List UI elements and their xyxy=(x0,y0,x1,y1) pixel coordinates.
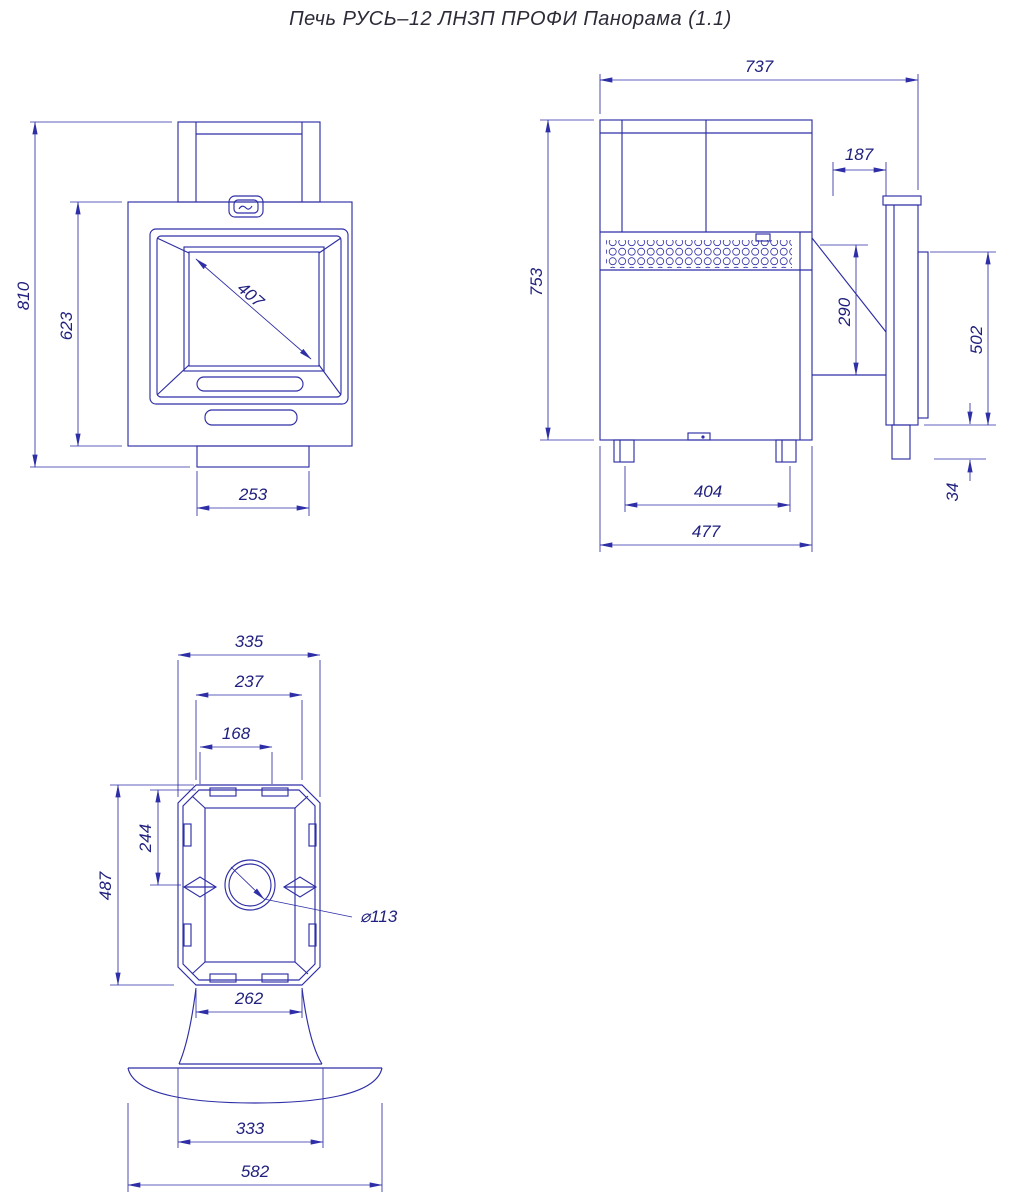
dim-top-bottom-width: 262 xyxy=(234,989,264,1008)
front-body xyxy=(127,201,353,447)
dim-front-body-height: 623 xyxy=(57,311,76,340)
side-view-geometry xyxy=(599,119,929,463)
top-hinge xyxy=(183,923,192,947)
dim-side-panel-inner-height: 290 xyxy=(835,297,854,327)
dim-side-body-depth: 477 xyxy=(692,522,721,541)
side-right-foot xyxy=(775,439,797,463)
top-hinge xyxy=(183,823,192,847)
dim-front-glass-diagonal: 407 xyxy=(234,278,268,311)
dim-side-overall-depth: 737 xyxy=(745,57,774,76)
dim-top-top-width: 237 xyxy=(234,672,264,691)
dim-top-base-plate-width: 582 xyxy=(241,1162,270,1181)
front-ash-drawer-handle xyxy=(204,409,298,426)
side-panel-foot xyxy=(891,424,911,460)
top-view-dimensions: 335 237 168 244 487 ⌀113 262 xyxy=(96,632,398,1192)
side-perforated-vent-band xyxy=(606,240,792,268)
top-hinge xyxy=(308,923,317,947)
side-bottom-latch xyxy=(687,432,711,441)
dim-front-pedestal-width: 253 xyxy=(238,485,268,504)
top-flue-collar xyxy=(224,859,276,911)
top-firebox xyxy=(204,807,296,963)
dim-side-panel-height: 502 xyxy=(967,325,986,354)
front-door-glass xyxy=(183,246,325,372)
top-vent-slot xyxy=(209,787,237,797)
dim-top-flue-diameter: ⌀113 xyxy=(360,907,398,926)
front-pedestal xyxy=(196,445,310,468)
side-left-foot xyxy=(613,439,635,463)
top-vent-slot xyxy=(261,787,289,797)
side-door-glass-edge xyxy=(917,251,929,419)
front-view-dimensions: 810 623 407 253 xyxy=(14,121,312,516)
dim-top-casing-depth: 487 xyxy=(96,871,115,900)
top-vent-slot xyxy=(209,973,237,983)
front-view-geometry xyxy=(127,121,353,468)
top-view-geometry xyxy=(127,784,383,1104)
dim-top-casing-width: 335 xyxy=(235,632,264,651)
front-door-frame xyxy=(149,228,349,405)
side-damper-handle xyxy=(755,233,771,242)
side-door-panel xyxy=(885,204,919,426)
dim-top-vent-width: 168 xyxy=(222,724,251,743)
top-vent-slot xyxy=(261,973,289,983)
dim-side-feet-span: 404 xyxy=(694,482,722,501)
dim-side-door-offset: 187 xyxy=(845,145,874,164)
side-panel-cap xyxy=(882,195,922,206)
front-logo-plate xyxy=(228,195,264,218)
front-handle-groove xyxy=(196,376,304,392)
top-casing-outline xyxy=(177,784,321,986)
dim-top-flue-center-offset: 244 xyxy=(136,824,155,853)
side-view-dimensions: 737 187 753 290 502 34 404 xyxy=(527,57,996,552)
top-skirt xyxy=(178,987,197,1065)
drawing-title: Печь РУСЬ–12 ЛНЗП ПРОФИ Панорама (1.1) xyxy=(289,8,732,30)
dim-top-skirt-width: 333 xyxy=(236,1119,265,1138)
dim-side-floor-gap: 34 xyxy=(943,483,962,502)
dim-front-overall-height: 810 xyxy=(14,281,33,310)
top-hinge xyxy=(308,823,317,847)
dim-side-body-height: 753 xyxy=(527,267,546,296)
